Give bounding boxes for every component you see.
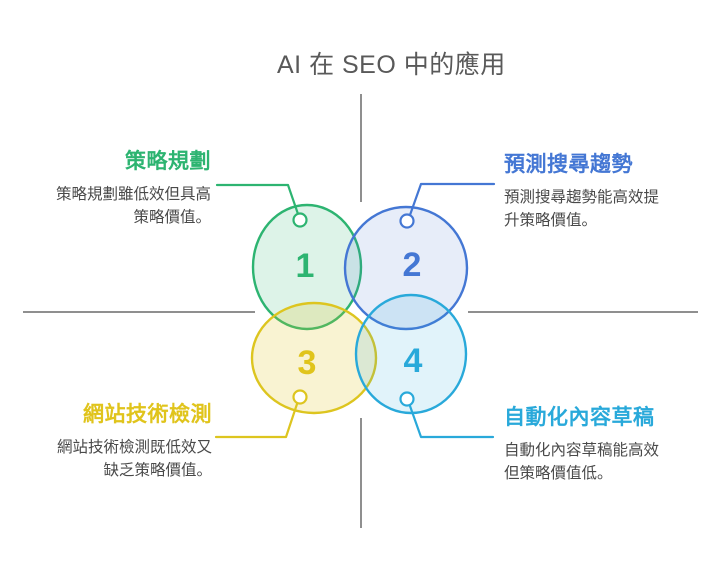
quadrant-3-title: 網站技術檢測 (83, 403, 212, 426)
connector-line-4 (408, 404, 495, 439)
connector-anchor-ring-2 (399, 213, 415, 229)
circle-4-automated-drafts (354, 293, 468, 415)
connector-anchor-ring-4 (399, 391, 415, 407)
connector-line-1 (215, 183, 300, 216)
quadrant-2-label-group: 預測搜尋趨勢 預測搜尋趨勢能高效提 升策略價值。 (504, 148, 659, 232)
circle-3-technical-audit (250, 301, 378, 415)
connector-line-2 (408, 182, 496, 217)
page-title: AI 在 SEO 中的應用 (277, 51, 506, 79)
quadrant-4-title: 自動化內容草稿 (504, 406, 655, 429)
circle-1-number: 1 (296, 247, 315, 285)
quadrant-3-description: 網站技術檢測既低效又 缺乏策略價值。 (56, 439, 212, 479)
circle-2-predict-trends (343, 205, 469, 331)
quadrant-4-description: 自動化內容草稿能高效 但策略價值低。 (504, 442, 660, 482)
quadrant-3-label-group: 網站技術檢測 網站技術檢測既低效又 缺乏策略價值。 (57, 398, 212, 482)
quadrant-2-description: 預測搜尋趨勢能高效提 升策略價值。 (504, 189, 660, 229)
quadrant-1-title: 策略規劃 (125, 150, 211, 173)
quadrant-4-label-group: 自動化內容草稿 自動化內容草稿能高效 但策略價值低。 (504, 401, 659, 485)
circle-3-number: 3 (298, 344, 317, 382)
connector-anchor-ring-1 (292, 212, 308, 228)
quadrant-1-label-group: 策略規劃 策略規劃雖低效但具高 策略價值。 (56, 145, 211, 229)
quadrant-2-title: 預測搜尋趨勢 (504, 153, 633, 176)
connector-anchor-ring-3 (292, 389, 308, 405)
circle-2-number: 2 (403, 246, 422, 284)
circle-1-strategy-planning (251, 203, 363, 331)
connector-line-3 (214, 402, 299, 439)
quadrant-1-description: 策略規劃雖低效但具高 策略價值。 (55, 186, 211, 226)
circle-4-number: 4 (404, 342, 423, 380)
